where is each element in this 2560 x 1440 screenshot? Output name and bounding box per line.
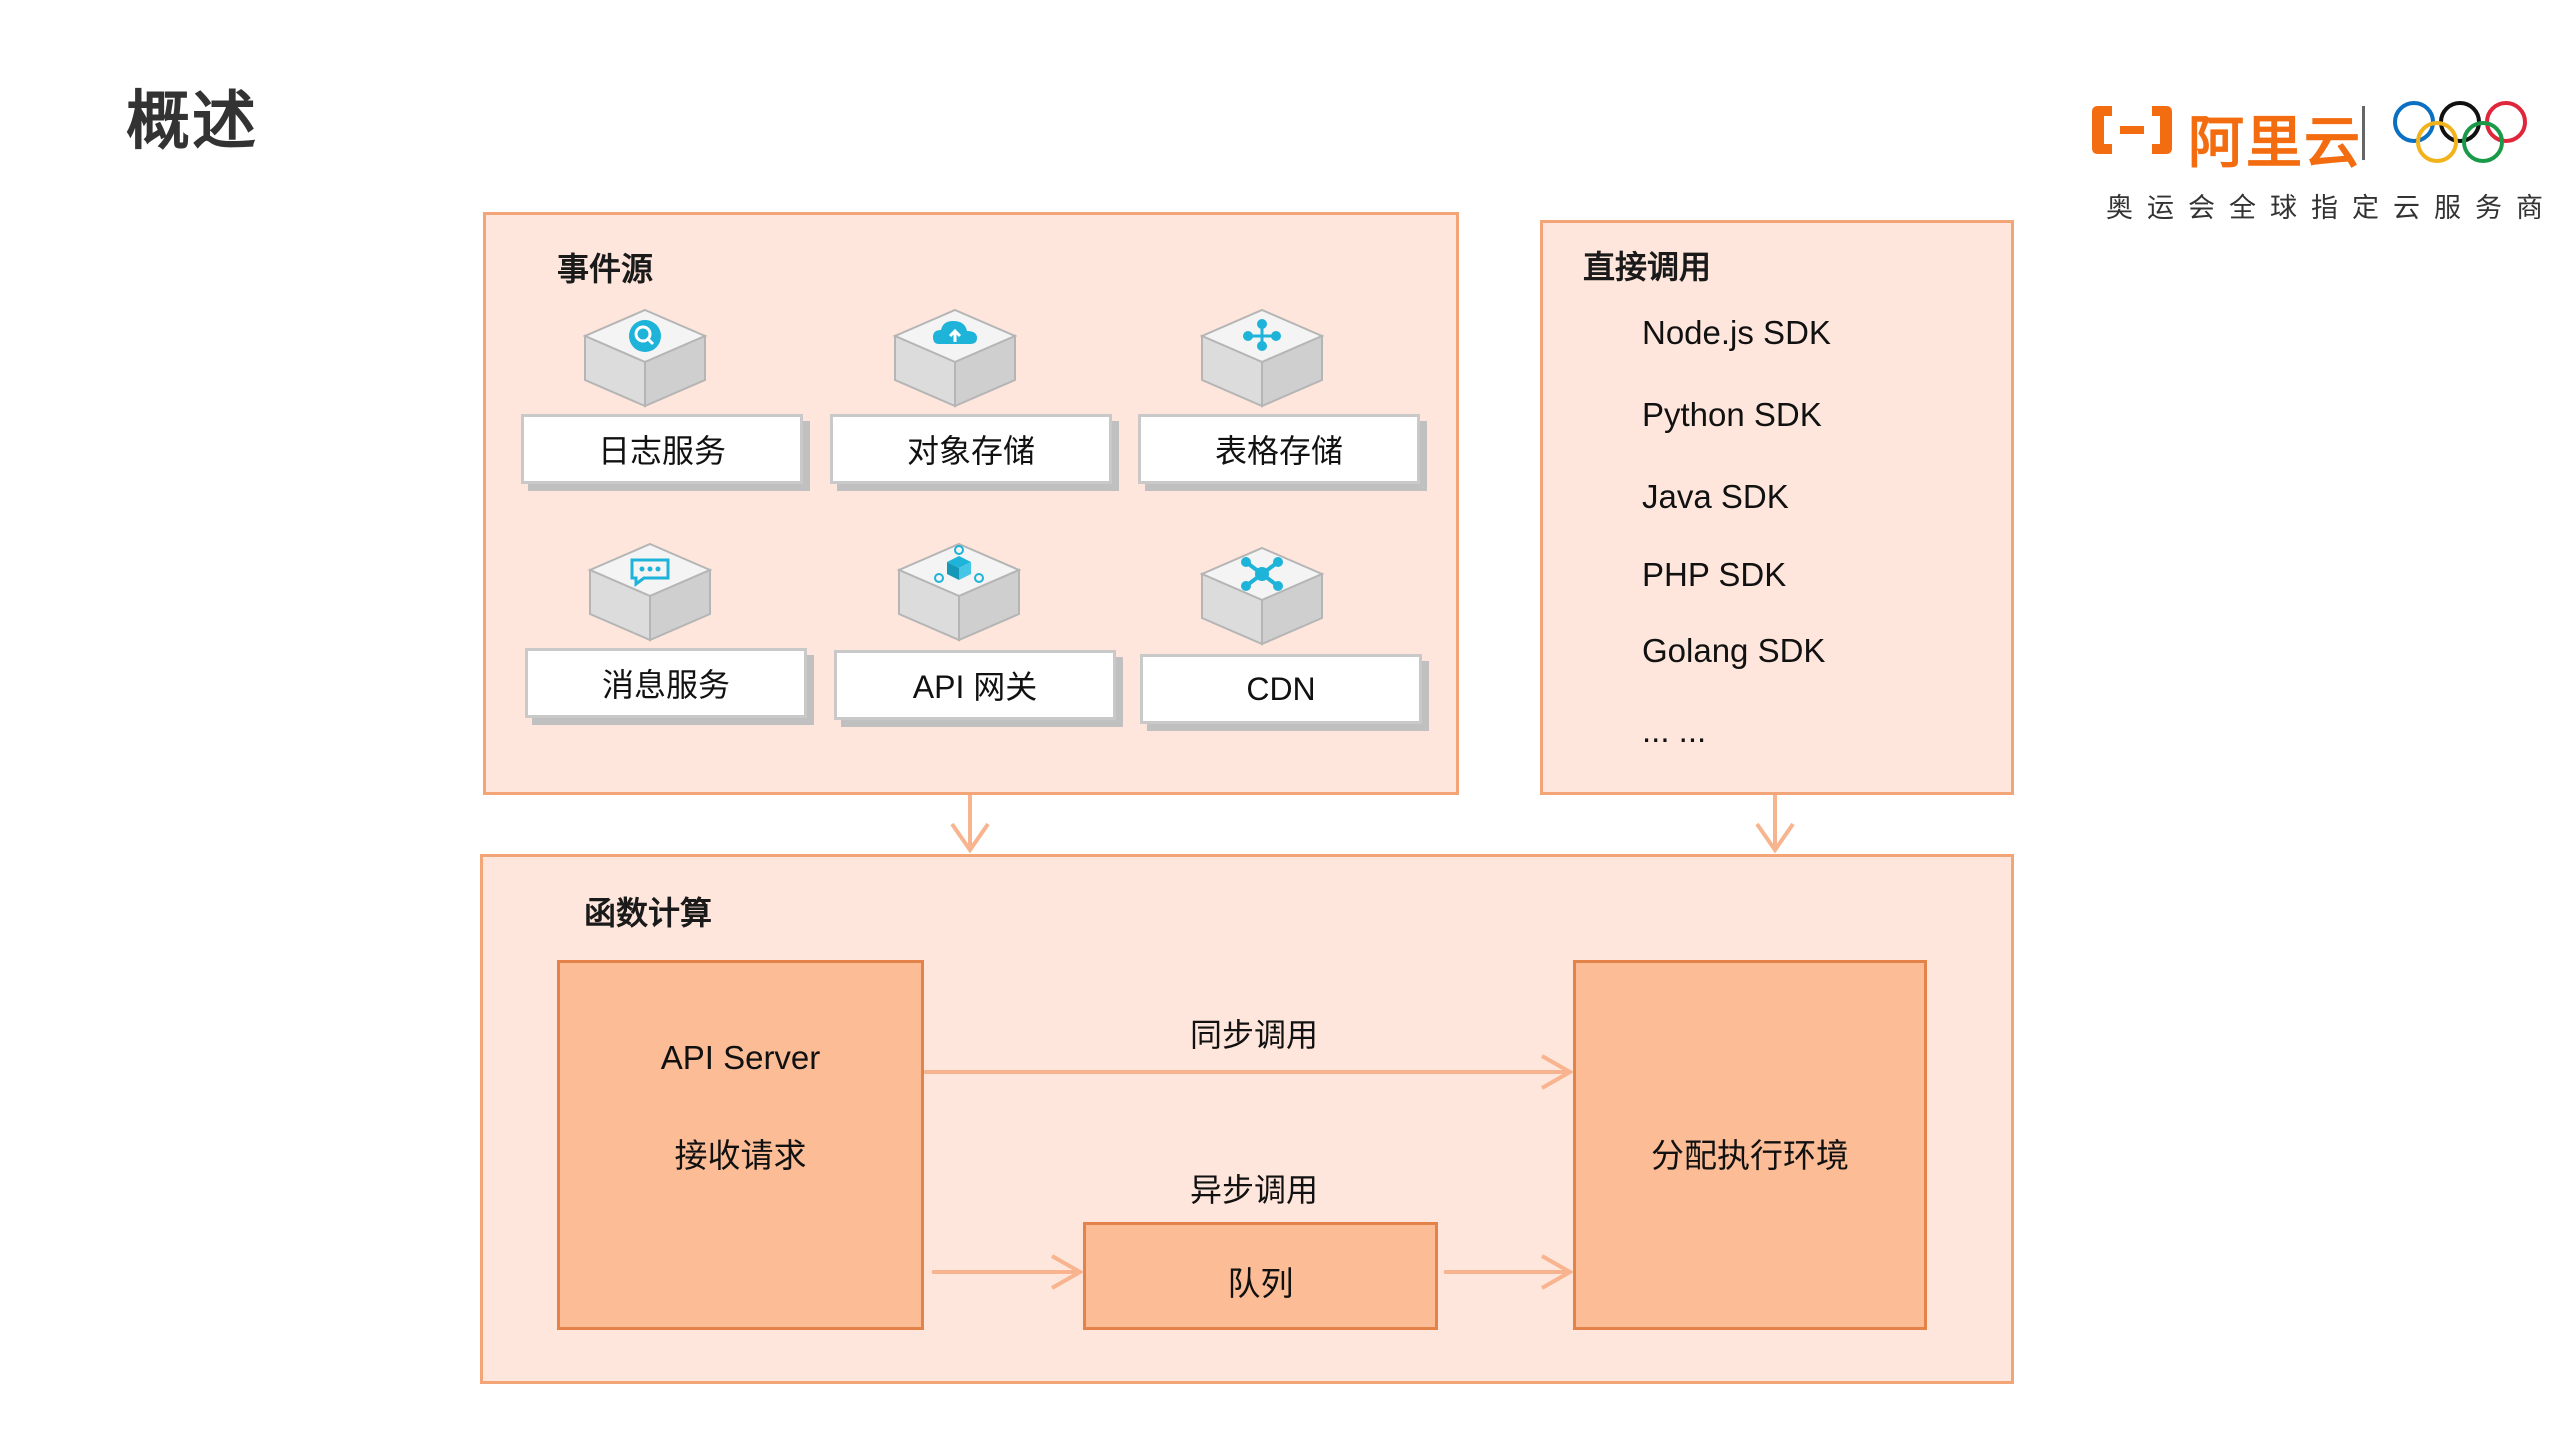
card-label: 对象存储 (906, 433, 1035, 469)
table-nodes-icon (1199, 308, 1325, 408)
card-label: 消息服务 (601, 667, 730, 703)
cdn-network-icon (1199, 546, 1325, 646)
sdk-item-golang: Golang SDK (1642, 632, 1826, 669)
direct-invoke-panel (1540, 220, 2014, 795)
page-title: 概述 (126, 85, 258, 157)
log-search-icon (582, 308, 708, 408)
olympic-rings-icon (2393, 101, 2527, 163)
event-source-card-api-gateway[interactable]: API 网关 (834, 650, 1116, 720)
api-server-label: API Server (660, 1039, 821, 1076)
async-invoke-label: 异步调用 (1190, 1172, 1319, 1208)
gateway-cube-icon (896, 542, 1022, 642)
card-label: 表格存储 (1214, 433, 1343, 469)
event-source-card-cdn[interactable]: CDN (1140, 654, 1422, 724)
card-label: 日志服务 (597, 433, 726, 469)
function-compute-title: 函数计算 (584, 895, 713, 931)
brand-divider (2362, 106, 2365, 160)
event-source-card-mns[interactable]: 消息服务 (525, 648, 807, 718)
card-label: API 网关 (912, 669, 1038, 705)
sdk-item-more: ... ... (1642, 712, 1707, 749)
brand-slogan: 奥运会全球指定云服务商 (2106, 193, 2557, 223)
direct-invoke-title: 直接调用 (1583, 249, 1712, 285)
sdk-item-java: Java SDK (1642, 478, 1789, 515)
event-sources-title: 事件源 (557, 251, 654, 287)
arrow-head (1755, 822, 1795, 854)
api-server-sublabel: 接收请求 (674, 1137, 807, 1174)
exec-env-label: 分配执行环境 (1651, 1137, 1849, 1174)
api-server-box: API Server 接收请求 (557, 960, 924, 1330)
event-source-card-oss[interactable]: 对象存储 (830, 414, 1112, 484)
event-source-card-table[interactable]: 表格存储 (1138, 414, 1420, 484)
queue-box: 队列 (1083, 1222, 1438, 1330)
sdk-item-python: Python SDK (1642, 396, 1822, 433)
aliyun-logo-icon (2092, 106, 2172, 154)
queue-label: 队列 (1227, 1265, 1294, 1302)
arrow-head (950, 822, 990, 854)
cloud-upload-icon (892, 308, 1018, 408)
exec-env-box: 分配执行环境 (1573, 960, 1927, 1330)
sdk-item-php: PHP SDK (1642, 556, 1787, 593)
sdk-item-nodejs: Node.js SDK (1642, 314, 1831, 351)
card-label: CDN (1246, 670, 1316, 707)
event-source-card-log[interactable]: 日志服务 (521, 414, 803, 484)
message-icon (587, 542, 713, 642)
sync-invoke-label: 同步调用 (1190, 1017, 1319, 1053)
brand-name: 阿里云 (2188, 111, 2362, 174)
